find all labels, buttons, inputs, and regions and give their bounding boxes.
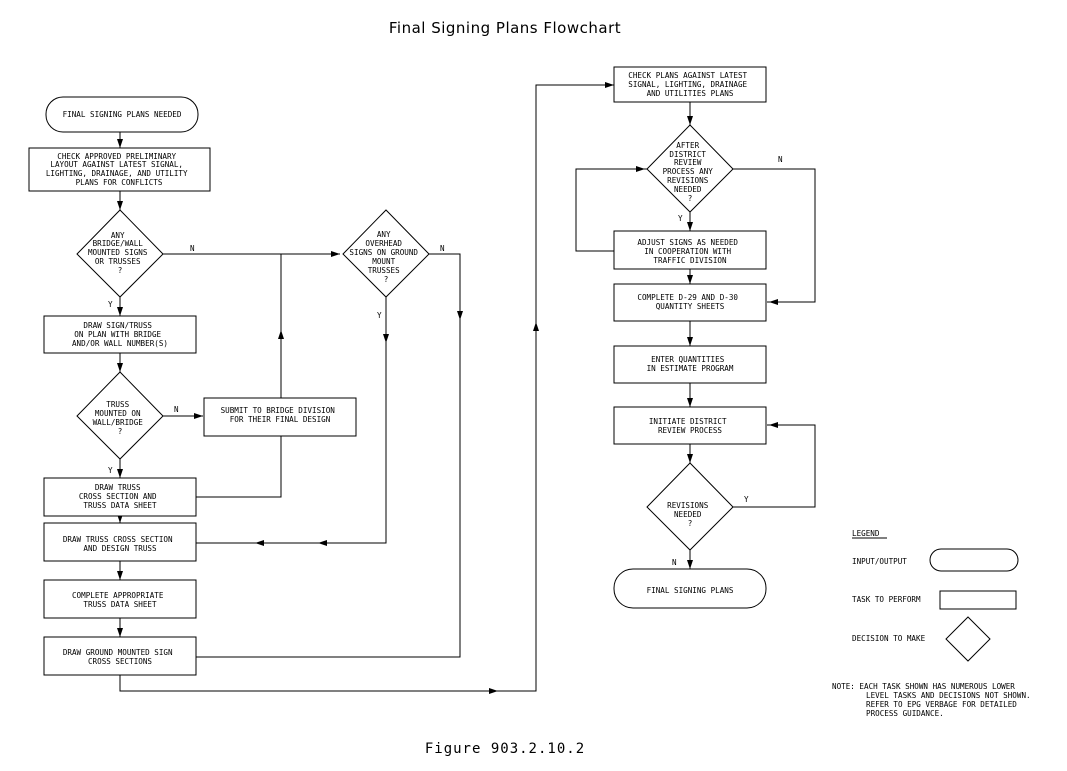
adjust-signs-box: [613, 230, 767, 270]
legend-heading: LEGEND: [852, 529, 880, 538]
truss-mounted-decision-label: TRUSS MOUNTED ON WALL/BRIDGE ?: [93, 400, 148, 436]
check-layout-label: CHECK APPROVED PRELIMINARY LAYOUT AGAINS…: [46, 152, 192, 187]
legend-decision-label: DECISION TO MAKE: [852, 634, 926, 643]
legend-terminator-shape: [929, 548, 1019, 572]
complete-d29-box: [613, 283, 767, 322]
complete-truss-data-label: COMPLETE APPROPRIATE TRUSS DATA SHEET: [72, 591, 168, 609]
check-layout-box: [28, 147, 211, 192]
legend-input-output-label: INPUT/OUTPUT: [852, 557, 907, 566]
no-label: N: [440, 244, 445, 253]
complete-truss-data-box: [43, 579, 197, 619]
revisions-decision-label: REVISIONS NEEDED ?: [667, 501, 713, 528]
end-label: FINAL SIGNING PLANS: [647, 586, 734, 595]
bridge-wall-decision: [76, 209, 164, 298]
start-terminator: [45, 96, 199, 133]
draw-truss-cross-label: DRAW TRUSS CROSS SECTION AND TRUSS DATA …: [79, 483, 161, 510]
yes-label: Y: [678, 214, 683, 223]
end-terminator: [613, 568, 767, 609]
yes-label: Y: [377, 311, 382, 320]
enter-quantities-box: [613, 345, 767, 384]
bridge-wall-decision-label: ANY BRIDGE/WALL MOUNTED SIGNS OR TRUSSES…: [88, 231, 152, 275]
draw-truss-design-box: [43, 522, 197, 562]
initiate-review-label: INITIATE DISTRICT REVIEW PROCESS: [649, 417, 731, 435]
connectors: [117, 82, 816, 694]
check-plans-label: CHECK PLANS AGAINST LATEST SIGNAL, LIGHT…: [628, 71, 751, 98]
adjust-signs-label: ADJUST SIGNS AS NEEDED IN COOPERATION WI…: [637, 238, 742, 265]
initiate-review-box: [613, 406, 767, 445]
legend-task-label: TASK TO PERFORM: [852, 595, 921, 604]
legend-decision-shape: [945, 616, 991, 662]
yes-label: Y: [744, 495, 749, 504]
process-note: NOTE: EACH TASK SHOWN HAS NUMEROUS LOWER…: [832, 682, 1035, 718]
overhead-decision: [342, 209, 430, 298]
draw-truss-design-label: DRAW TRUSS CROSS SECTION AND DESIGN TRUS…: [63, 535, 177, 553]
no-label: N: [190, 244, 195, 253]
submit-bridge-box: [203, 397, 357, 437]
legend-task-shape: [939, 590, 1017, 610]
yes-label: Y: [108, 466, 113, 475]
chart-title: Final Signing Plans Flowchart: [389, 19, 621, 37]
draw-sign-truss-label: DRAW SIGN/TRUSS ON PLAN WITH BRIDGE AND/…: [72, 321, 168, 348]
check-plans-box: [613, 66, 767, 103]
overhead-decision-label: ANY OVERHEAD SIGNS ON GROUND MOUNT TRUSS…: [349, 230, 422, 284]
draw-sign-truss-box: [43, 315, 197, 354]
district-review-decision-label: AFTER DISTRICT REVIEW PROCESS ANY REVISI…: [663, 141, 718, 203]
no-label: N: [672, 558, 677, 567]
figure-caption: Figure 903.2.10.2: [425, 741, 585, 757]
no-label: N: [174, 405, 179, 414]
draw-truss-cross-box: [43, 477, 197, 517]
no-label: N: [778, 155, 783, 164]
yes-label: Y: [108, 300, 113, 309]
complete-d29-label: COMPLETE D-29 AND D-30 QUANTITY SHEETS: [637, 293, 742, 311]
draw-ground-label: DRAW GROUND MOUNTED SIGN CROSS SECTIONS: [63, 648, 177, 666]
truss-mounted-decision: [76, 371, 164, 460]
submit-bridge-label: SUBMIT TO BRIDGE DIVISION FOR THEIR FINA…: [221, 406, 340, 424]
start-label: FINAL SIGNING PLANS NEEDED: [63, 110, 182, 119]
revisions-decision: [646, 462, 734, 551]
enter-quantities-label: ENTER QUANTITIES IN ESTIMATE PROGRAM: [647, 355, 734, 373]
district-review-decision: [646, 124, 734, 213]
edge-labels: Y N Y N Y N Y N Y N: [108, 155, 783, 567]
draw-ground-box: [43, 636, 197, 676]
legend: LEGEND INPUT/OUTPUT TASK TO PERFORM DECI…: [852, 529, 1019, 662]
